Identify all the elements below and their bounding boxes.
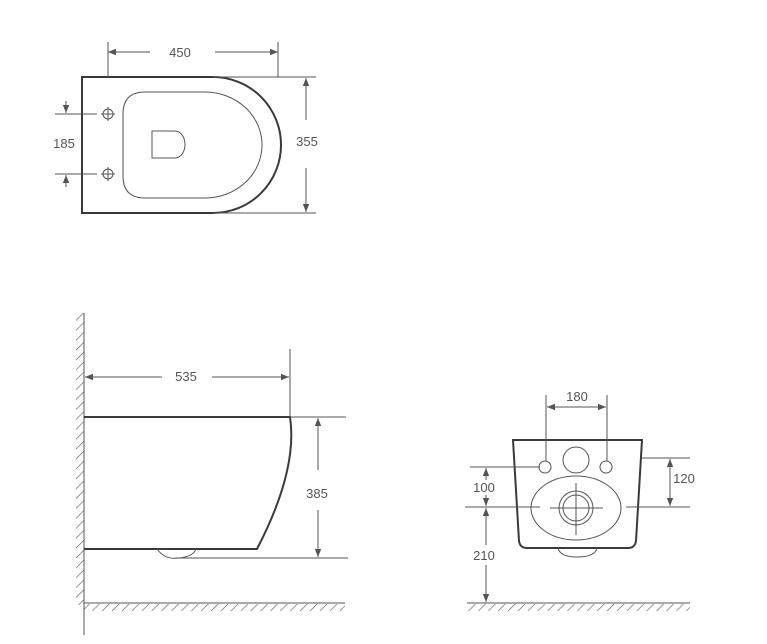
bolt-hole-right bbox=[599, 460, 613, 474]
bowl-outline bbox=[81, 76, 282, 214]
outlet-bump bbox=[557, 547, 598, 558]
dimension-width: 450 bbox=[169, 45, 191, 60]
water-inlet bbox=[562, 446, 590, 474]
wall-hatch bbox=[76, 313, 84, 605]
dimension-bolt-to-outlet: 100 bbox=[473, 480, 495, 495]
floor-hatch bbox=[467, 604, 690, 611]
top-view: 450 355 185 bbox=[53, 42, 318, 214]
bolt-hole-top bbox=[101, 107, 115, 121]
dimension-bolt-spacing: 180 bbox=[566, 389, 588, 404]
front-view: 180 120 100 210 bbox=[465, 389, 695, 611]
bolt-hole-bottom bbox=[101, 167, 115, 181]
bolt-hole-left bbox=[538, 460, 552, 474]
bowl-front-outline bbox=[511, 439, 644, 549]
dimension-height: 385 bbox=[306, 486, 328, 501]
flush-outlet-shape bbox=[151, 130, 186, 159]
dimension-outlet-height: 120 bbox=[673, 471, 695, 486]
outlet-bump bbox=[156, 548, 197, 559]
dimension-length: 535 bbox=[175, 369, 197, 384]
dimension-depth: 355 bbox=[296, 134, 318, 149]
bowl-side-outline bbox=[84, 416, 293, 550]
side-view: 535 385 bbox=[76, 313, 348, 635]
dimension-bolt-spacing: 185 bbox=[53, 136, 75, 151]
dimension-floor-height: 210 bbox=[473, 548, 495, 563]
floor-hatch bbox=[84, 604, 345, 611]
outlet-oval bbox=[530, 475, 622, 541]
seat-outline bbox=[122, 91, 263, 199]
